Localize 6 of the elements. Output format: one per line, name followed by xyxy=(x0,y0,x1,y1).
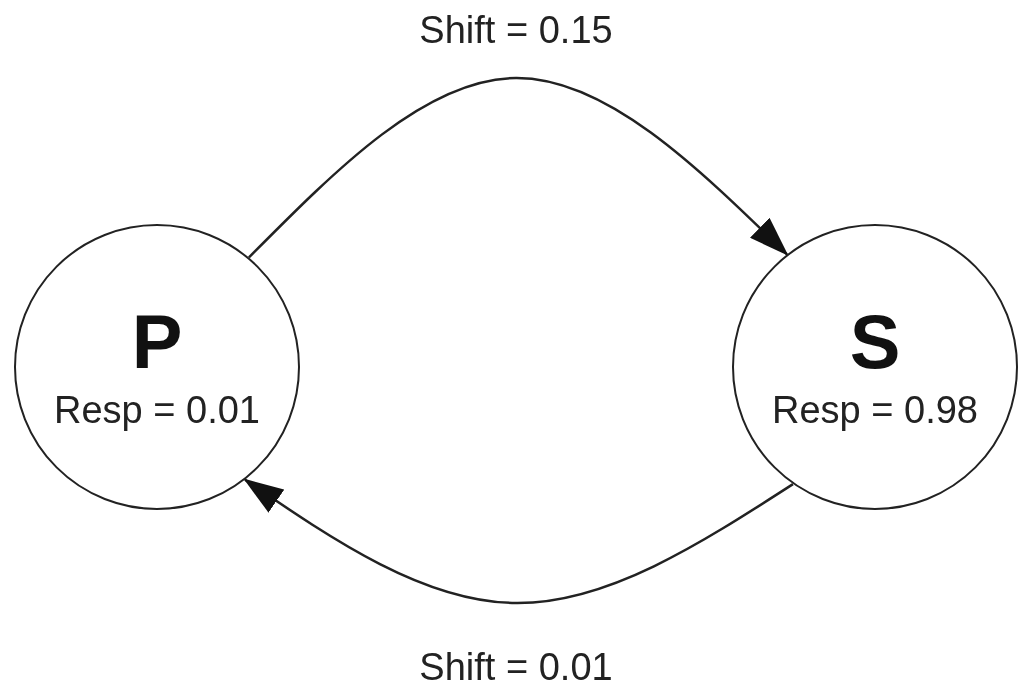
arrow xyxy=(243,478,794,605)
state-value: Resp = 0.01 xyxy=(54,388,260,432)
state-name: P xyxy=(131,302,183,382)
state-name: S xyxy=(849,302,901,382)
state-value: Resp = 0.98 xyxy=(772,388,978,432)
arrow xyxy=(248,76,789,259)
